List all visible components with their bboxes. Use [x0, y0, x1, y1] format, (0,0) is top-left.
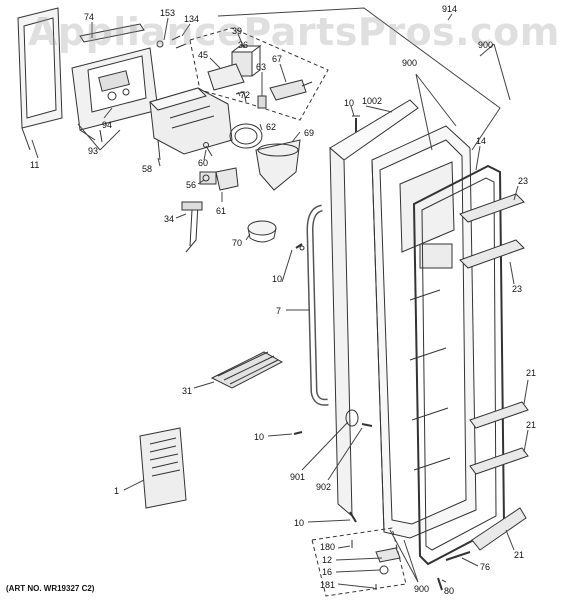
part-7-handle	[299, 204, 329, 406]
callout-67: 67	[272, 54, 283, 64]
callout-10-lower: 10	[254, 432, 265, 442]
part-76-80-hinge-pin	[437, 551, 471, 591]
callout-23-lower: 23	[512, 284, 523, 294]
callout-10-mid: 10	[272, 274, 283, 284]
callout-93: 93	[88, 146, 99, 156]
part-10-screws	[293, 115, 360, 523]
callout-181: 181	[320, 580, 336, 590]
part-21-shelves	[469, 401, 529, 551]
callout-36: 36	[238, 40, 249, 50]
part-60-screw	[203, 142, 213, 157]
part-1-manual	[139, 427, 187, 509]
part-34-wire-harness	[181, 201, 203, 253]
callout-31: 31	[182, 386, 193, 396]
callout-69: 69	[304, 128, 315, 138]
callout-23-upper: 23	[518, 176, 529, 186]
callout-63: 63	[256, 62, 267, 72]
callout-901: 901	[290, 472, 306, 482]
part-70-actuator-cup	[247, 220, 277, 243]
callout-62: 62	[266, 122, 277, 132]
part-93-control-panel	[71, 47, 159, 143]
part-31-chute-cover	[210, 351, 284, 389]
part-11-bezel-frame	[17, 7, 63, 151]
callout-14: 14	[476, 136, 487, 146]
callout-58: 58	[142, 164, 153, 174]
art-number: (ART NO. WR19327 C2)	[6, 584, 95, 593]
callout-11: 11	[30, 160, 40, 170]
part-56-connector	[199, 171, 217, 185]
part-900-door-assembly	[371, 125, 477, 539]
callout-76: 76	[480, 562, 491, 572]
part-45-bracket	[207, 63, 245, 91]
callout-74: 74	[84, 12, 95, 22]
leader-lines	[31, 7, 529, 589]
callout-180: 180	[320, 542, 336, 552]
callout-900-bottom: 900	[414, 584, 430, 594]
callout-34: 34	[164, 214, 175, 224]
callout-914: 914	[442, 4, 458, 14]
part-901-902-hinge-parts	[345, 409, 373, 427]
part-58-dispenser-housing	[149, 87, 233, 161]
part-62-gasket	[229, 123, 263, 149]
callout-80: 80	[444, 586, 455, 596]
callout-12: 12	[322, 555, 333, 565]
callout-70: 70	[232, 238, 243, 248]
callout-900-top: 900	[478, 40, 494, 50]
callout-16: 16	[322, 567, 333, 577]
callout-94: 94	[102, 120, 113, 130]
callout-7: 7	[276, 306, 282, 316]
hinge-kit-parts	[351, 540, 401, 590]
callout-21-mid: 21	[526, 420, 537, 430]
part-61-switch	[215, 167, 239, 191]
callout-153: 153	[160, 8, 176, 18]
callout-21-upper: 21	[526, 368, 537, 378]
callout-10-top: 10	[344, 98, 355, 108]
part-69-funnel	[255, 139, 301, 191]
hinge-kit-outline	[311, 527, 407, 597]
callout-56: 56	[186, 180, 197, 190]
callout-60: 60	[198, 158, 209, 168]
part-67-arm	[269, 79, 313, 101]
callout-61: 61	[216, 206, 227, 216]
callout-900-mid: 900	[402, 58, 418, 68]
callout-1002: 1002	[362, 96, 383, 106]
part-74-153-134-small-parts	[79, 23, 187, 49]
callout-39: 39	[232, 26, 243, 36]
callout-134: 134	[184, 14, 200, 24]
callout-10-bottom: 10	[294, 518, 305, 528]
part-23-shelf-upper	[459, 193, 525, 269]
callout-72: 72	[240, 90, 251, 100]
callout-45: 45	[198, 50, 209, 60]
callout-902: 902	[316, 482, 332, 492]
callout-21-bottom: 21	[514, 550, 525, 560]
callout-1: 1	[114, 486, 120, 496]
